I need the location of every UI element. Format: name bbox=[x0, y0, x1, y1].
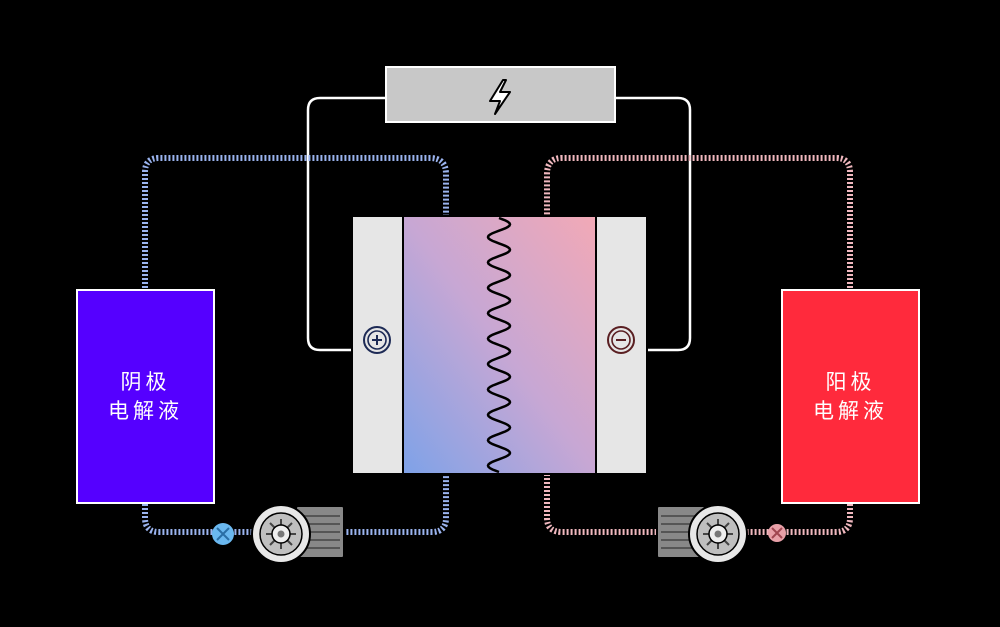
tank-left-label-line2: 电解液 bbox=[108, 398, 183, 423]
pump-icon bbox=[656, 504, 748, 564]
minus-terminal-icon bbox=[607, 326, 635, 354]
cell-stack bbox=[351, 215, 648, 475]
tank-right-label-line1: 阳极 bbox=[825, 369, 876, 394]
tank-right-label-line2: 电解液 bbox=[813, 398, 888, 423]
valve-icon bbox=[768, 524, 786, 542]
plus-terminal-icon bbox=[363, 326, 391, 354]
lightning-icon bbox=[489, 79, 511, 115]
membrane bbox=[486, 216, 512, 474]
pipe-left-top bbox=[142, 155, 449, 316]
wire-right bbox=[615, 96, 692, 352]
anode-electrolyte-tank: 阳极 电解液 bbox=[781, 289, 920, 504]
external-circuit-wires bbox=[306, 96, 692, 352]
pump-icon bbox=[251, 504, 345, 564]
load-box bbox=[385, 66, 616, 123]
cathode-electrolyte-tank: 阴极 电解液 bbox=[76, 289, 215, 504]
pipe-right-top bbox=[544, 155, 853, 316]
tank-left-label-line1: 阴极 bbox=[120, 369, 171, 394]
valve-icon bbox=[212, 523, 234, 545]
wire-left bbox=[306, 96, 386, 352]
